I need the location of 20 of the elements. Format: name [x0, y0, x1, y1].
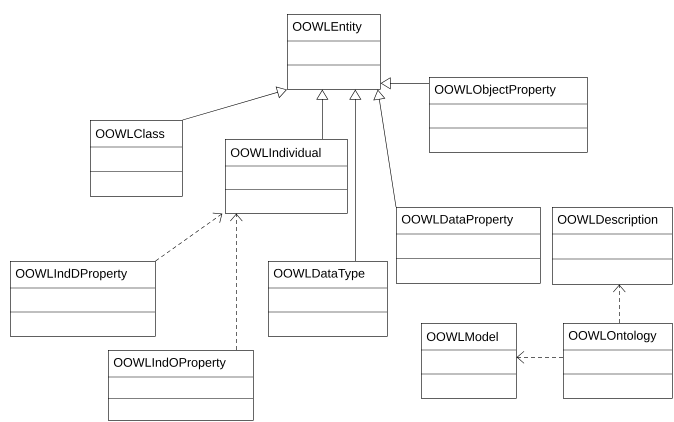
class-box: OOWLObjectProperty	[428, 77, 588, 153]
class-box: OOWLDataType	[268, 261, 388, 337]
dependency-arrow	[155, 212, 222, 262]
class-box: OOWLModel	[420, 323, 517, 399]
dependency-arrow	[230, 214, 243, 350]
class-box: OOWLOntology	[562, 323, 673, 399]
dependency-arrow	[516, 351, 564, 364]
class-box: OOWLClass	[90, 120, 183, 197]
class-box: OOWLIndOProperty	[108, 350, 254, 421]
class-box: OOWLDataProperty	[396, 206, 541, 284]
class-box: OOWLDescription	[552, 206, 673, 285]
dependency-arrow	[613, 284, 626, 324]
inheritance-arrow	[316, 90, 328, 140]
inheritance-arrow	[349, 90, 362, 262]
inheritance-arrow	[182, 86, 287, 120]
class-box: OOWLIndividual	[224, 139, 348, 214]
class-box: OOWLIndDProperty	[10, 261, 156, 337]
inheritance-arrow	[380, 77, 430, 90]
class-box: OOWLEntity	[286, 14, 381, 90]
inheritance-arrow	[373, 90, 396, 208]
